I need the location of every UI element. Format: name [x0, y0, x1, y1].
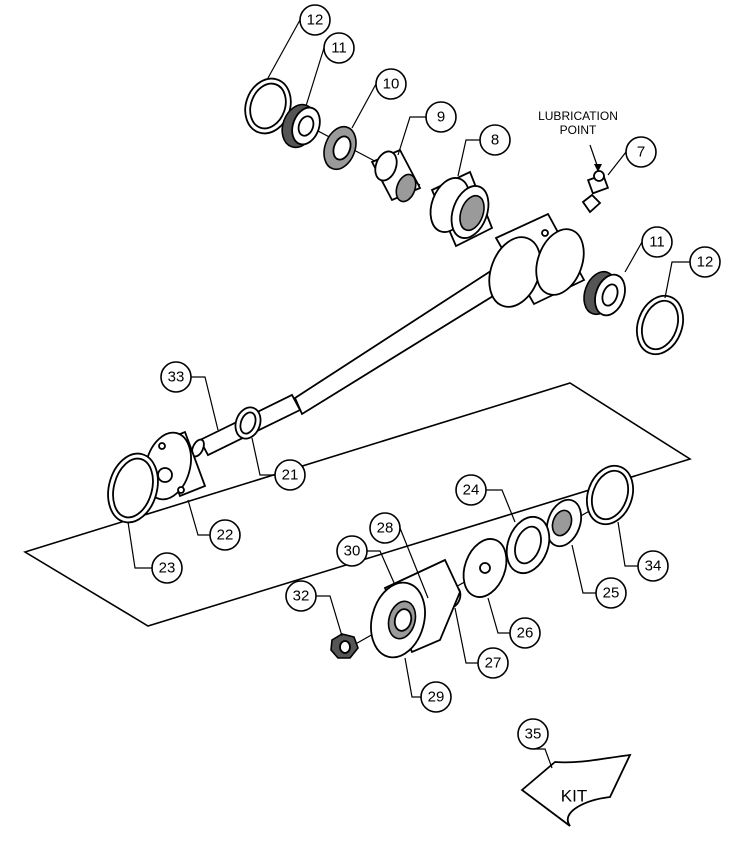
leader-22 — [187, 499, 210, 536]
callout-10: 10 — [375, 68, 407, 100]
leader-27 — [454, 607, 478, 664]
callout-34-label: 34 — [645, 558, 662, 575]
leader-8 — [457, 139, 480, 177]
leader-25 — [571, 544, 596, 594]
part-7-fitting-nipple — [593, 170, 605, 182]
lubrication-note-line2: POINT — [560, 123, 597, 137]
part-22-piston-hole-center — [157, 467, 173, 483]
part-7-fitting-thread — [581, 193, 602, 214]
callout-7-label: 7 — [637, 144, 645, 161]
callout-10-label: 10 — [383, 76, 400, 93]
callout-22: 22 — [209, 519, 241, 551]
callout-27: 27 — [477, 647, 509, 679]
leader-12-top — [267, 19, 301, 79]
callout-25: 25 — [595, 577, 627, 609]
leader-34 — [617, 521, 638, 567]
callout-23-label: 23 — [159, 560, 176, 577]
part-26-disc-bore — [479, 562, 491, 574]
part-24-ring-inner — [514, 525, 542, 565]
callout-11-right-label: 11 — [649, 234, 665, 251]
callout-32-label: 32 — [293, 588, 310, 605]
leader-29 — [404, 657, 421, 698]
callout-24: 24 — [455, 474, 487, 506]
callout-34: 34 — [637, 550, 669, 582]
part-12-ring-right-inner — [640, 299, 680, 351]
part-11-bearing-top-bore — [297, 115, 315, 137]
callout-23: 23 — [151, 552, 183, 584]
callout-27-label: 27 — [485, 655, 502, 672]
callout-21: 21 — [274, 459, 306, 491]
part-9-bushing-face — [395, 173, 417, 203]
part-10-washer-bore — [332, 135, 352, 161]
callout-28-label: 28 — [377, 520, 394, 537]
callout-21-label: 21 — [282, 467, 299, 484]
part-11-bearing-right-bore — [601, 283, 619, 307]
leader-30 — [367, 550, 396, 586]
part-29-nut-bore — [393, 608, 413, 632]
callout-28: 28 — [369, 512, 401, 544]
callout-30: 30 — [336, 535, 368, 567]
callout-24-label: 24 — [463, 482, 480, 499]
part-9-bushing-end — [374, 150, 398, 182]
callout-8: 8 — [479, 124, 511, 156]
lubrication-arrow-head — [594, 164, 602, 172]
leader-23 — [127, 521, 152, 569]
part-22-piston-hole-top — [158, 442, 166, 450]
leader-26 — [487, 597, 510, 634]
callout-32: 32 — [285, 580, 317, 612]
part-21-wiper-inner — [239, 411, 257, 435]
callout-12-right-label: 12 — [697, 254, 714, 271]
callout-29-label: 29 — [428, 689, 445, 706]
callout-8-label: 8 — [491, 132, 499, 149]
callout-33-label: 33 — [168, 369, 185, 386]
leader-7 — [607, 151, 627, 176]
callout-35-label: 35 — [525, 726, 542, 743]
leader-12-right — [664, 261, 690, 299]
leader-33 — [191, 376, 219, 431]
callout-12-top: 12 — [299, 4, 331, 36]
leader-lines — [127, 19, 690, 769]
lubrication-note-line1: LUBRICATION — [538, 109, 618, 123]
leader-9 — [397, 116, 426, 156]
callout-33: 33 — [160, 361, 192, 393]
leader-11-right — [624, 241, 643, 273]
part-25-washer-bore — [551, 509, 573, 537]
callout-26-label: 26 — [517, 625, 534, 642]
callout-7: 7 — [625, 136, 657, 168]
part-23-seal-inner — [112, 457, 154, 519]
callout-29: 29 — [420, 681, 452, 713]
callout-11-top-label: 11 — [331, 40, 347, 57]
kit-bag — [520, 753, 632, 827]
part-8-gland-bore — [459, 194, 485, 232]
leader-32 — [316, 595, 343, 637]
callout-30-label: 30 — [344, 543, 361, 560]
section-plane — [23, 382, 692, 627]
cylinder-head-face — [535, 228, 585, 296]
callout-9: 9 — [425, 101, 457, 133]
callout-22-label: 22 — [217, 527, 234, 544]
leader-21 — [251, 437, 275, 476]
part-22-piston-hole-bottom — [177, 486, 185, 494]
grease-port — [541, 229, 549, 237]
leader-35 — [533, 748, 553, 769]
callout-9-label: 9 — [437, 109, 445, 126]
callout-12-right: 12 — [689, 246, 721, 278]
callout-25-label: 25 — [603, 585, 620, 602]
leader-24 — [486, 489, 516, 523]
callout-11-right: 11 — [641, 226, 673, 258]
callout-11-top: 11 — [323, 32, 355, 64]
callout-12-top-label: 12 — [307, 12, 324, 29]
callout-35: 35 — [517, 718, 549, 750]
part-32-hex-nut-bore — [339, 640, 351, 654]
part-12-ring-top-inner — [249, 82, 287, 130]
callout-26: 26 — [509, 617, 541, 649]
leader-10 — [351, 83, 377, 129]
leader-11-top — [305, 47, 325, 107]
part-34-seal-inner — [590, 469, 630, 521]
kit-label: KIT — [561, 787, 587, 806]
